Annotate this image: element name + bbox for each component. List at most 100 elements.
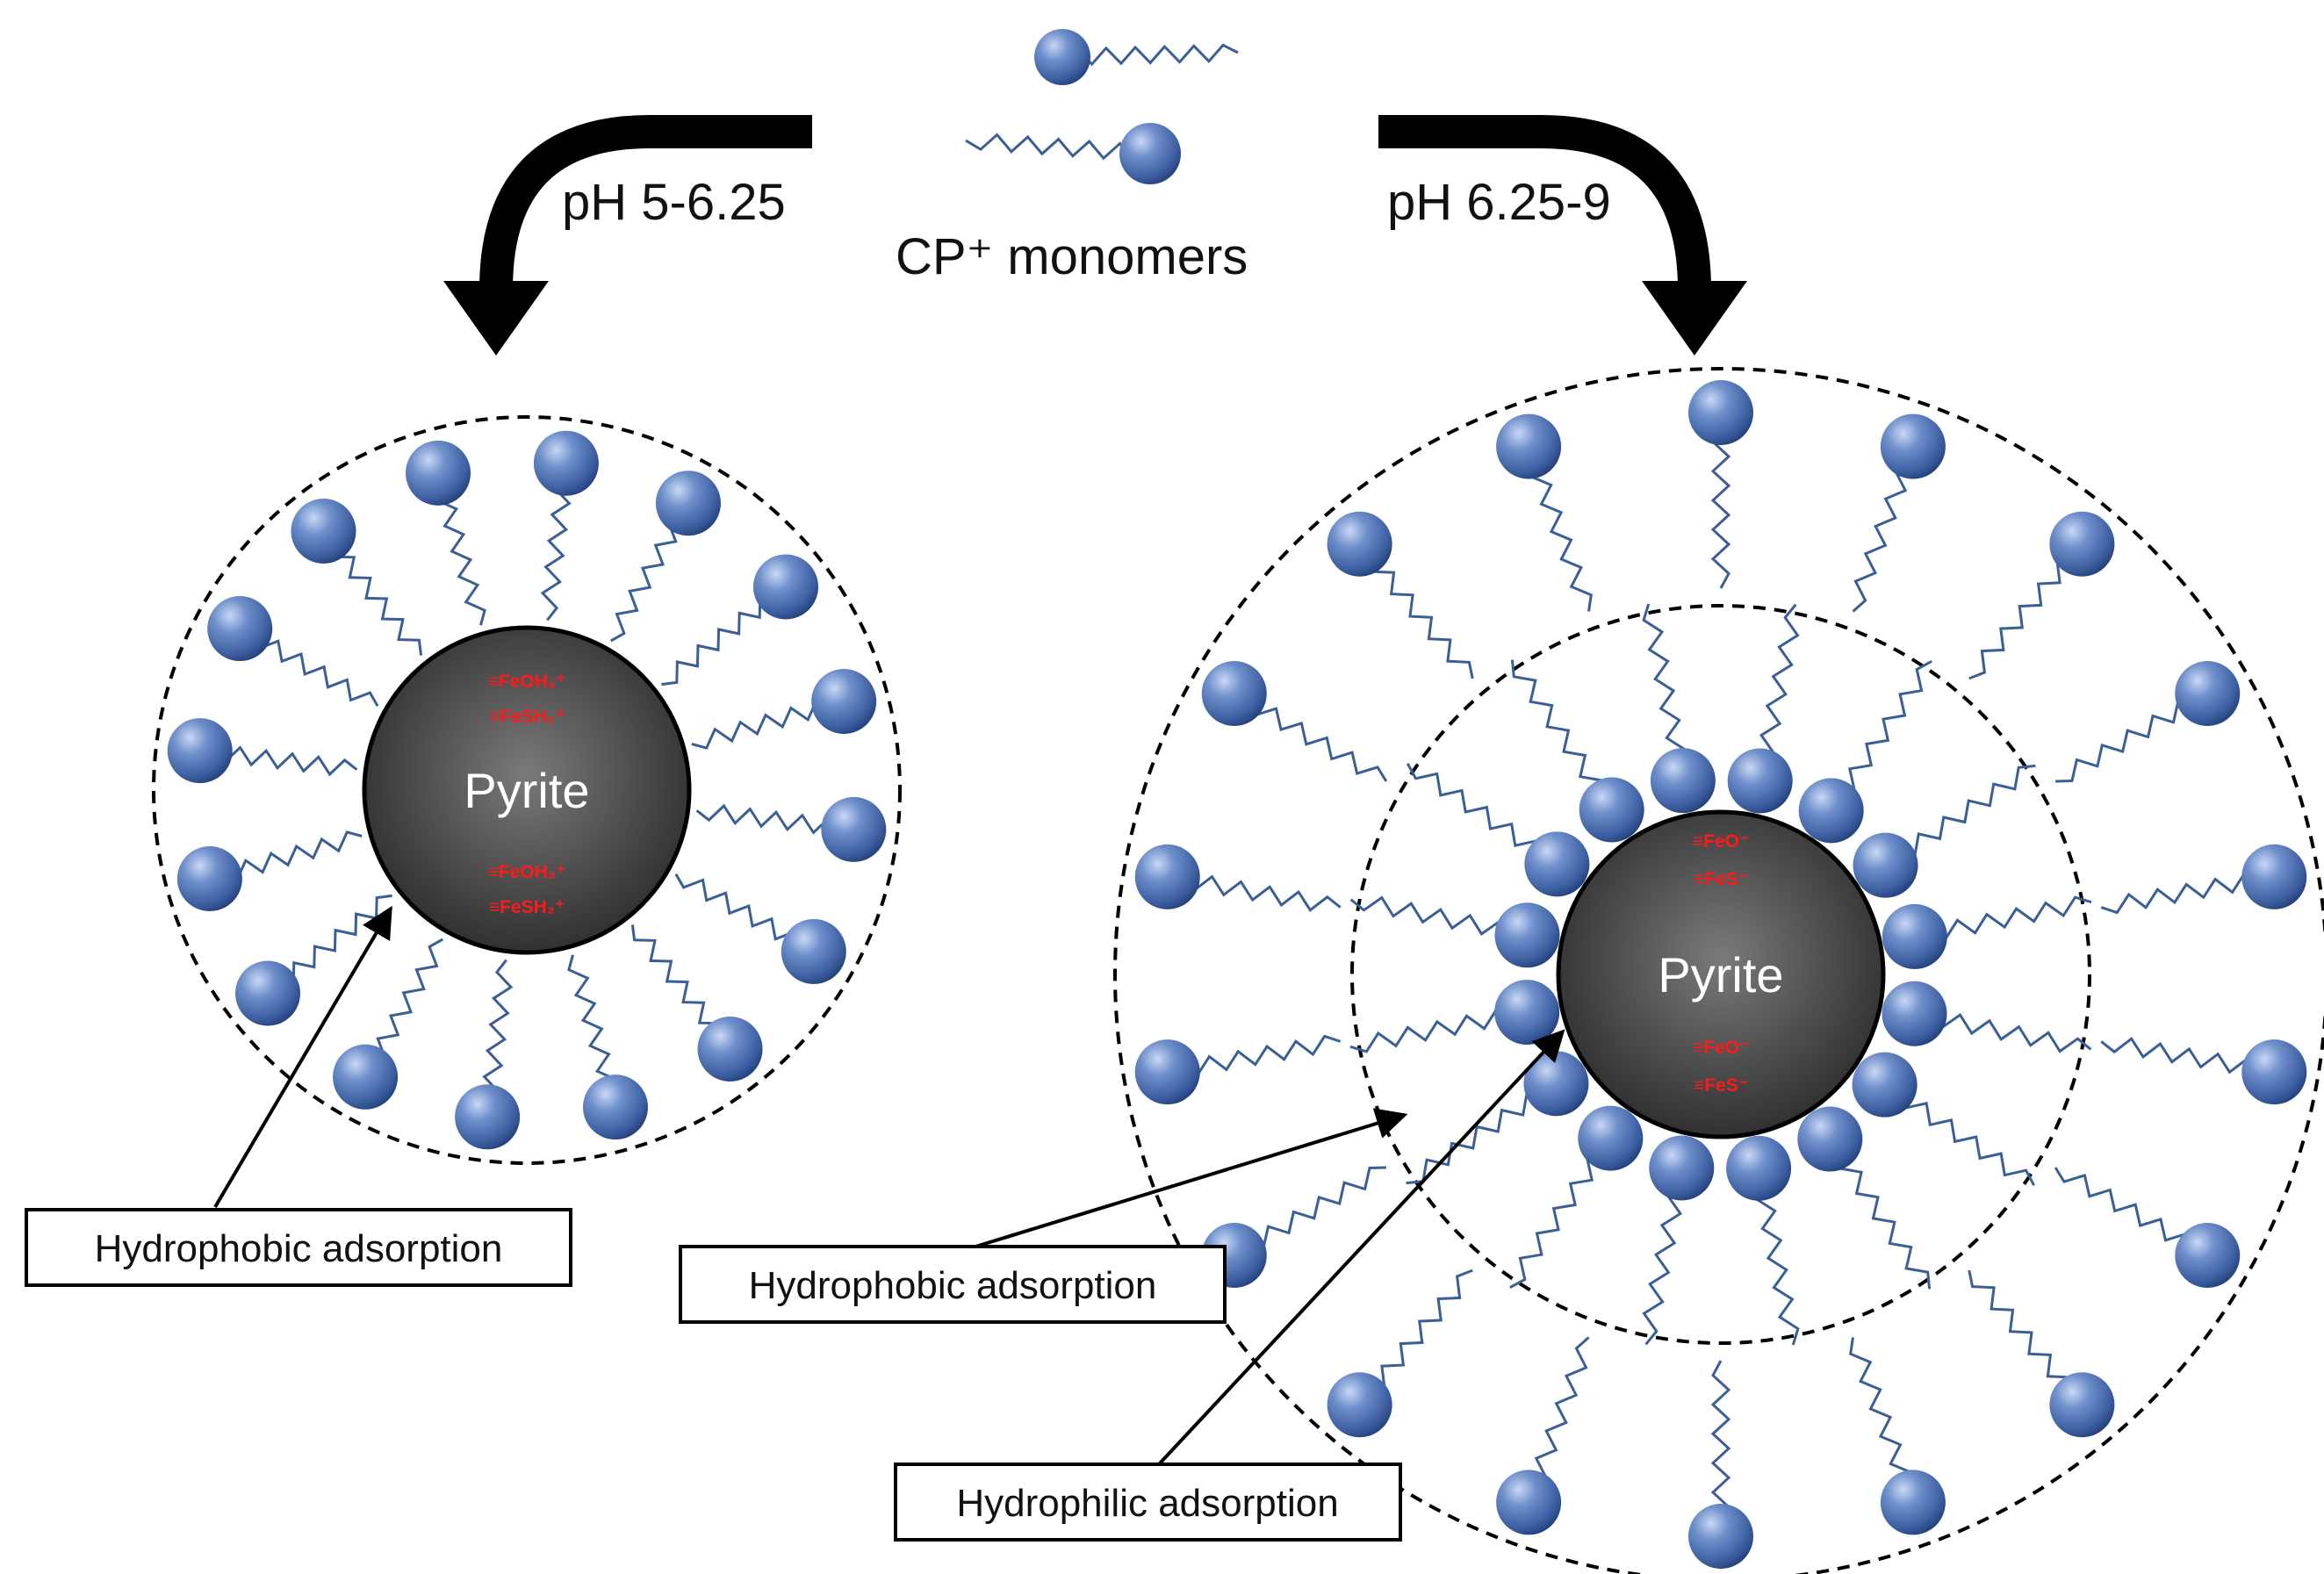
left-monomer (609, 471, 721, 643)
right-site-bottom-2: ≡FeS⁻ (1694, 1075, 1748, 1096)
right-ph-label: pH 6.25-9 (1387, 174, 1611, 231)
left-site-bottom-2: ≡FeSH₂⁺ (489, 897, 565, 917)
monomer-head (697, 1017, 763, 1082)
monomer-head (1798, 778, 1864, 844)
monomer-head (291, 498, 356, 564)
right-inner-monomer (1798, 659, 1932, 844)
monomer-head (1496, 1470, 1562, 1535)
monomer-head (1880, 1470, 1946, 1535)
right-inner-monomer (1642, 1135, 1715, 1346)
right-outer-monomer (1968, 1269, 2115, 1438)
left-monomer (207, 596, 379, 708)
left-site-top-1: ≡FeOH₂⁺ (488, 672, 566, 692)
right-outer-monomer (1327, 1269, 1473, 1438)
left-monomer (291, 498, 423, 656)
right-outer-boundary (1113, 367, 2324, 1574)
right-outer-monomer (1134, 1034, 1342, 1105)
monomer-head (1119, 123, 1181, 184)
monomer-head (2175, 1223, 2241, 1288)
monomer-head (167, 718, 233, 784)
right-outer-monomer (1201, 661, 1388, 782)
right-outer-monomer (1849, 1337, 1946, 1535)
right-pyrite-core (1556, 809, 1886, 1139)
monomer-head (811, 669, 877, 735)
monomer-head (1579, 777, 1644, 843)
monomer-head (1882, 903, 1947, 969)
right-pyrite-label: Pyrite (1658, 947, 1783, 1003)
right-outer-monomer (1968, 511, 2115, 680)
monomer-tail (965, 133, 1151, 162)
right-inner-monomer (1406, 763, 1590, 897)
monomer-head (1727, 748, 1793, 814)
monomer-tail (1061, 43, 1239, 67)
monomer-head (753, 554, 819, 620)
left-monomer (455, 959, 521, 1150)
monomers-label: CP⁺ monomers (896, 228, 1248, 285)
right-outer-monomer (1327, 511, 1474, 679)
left-site-bottom-1: ≡FeOH₂⁺ (488, 862, 566, 882)
right-outer-monomer (1201, 1166, 1386, 1288)
right-outer-monomer (2054, 1167, 2241, 1288)
left-monomer (691, 669, 877, 750)
right-site-bottom-1: ≡FeO⁻ (1693, 1038, 1749, 1058)
monomer-head (1880, 413, 1946, 479)
monomer-head (207, 596, 273, 662)
right-outer-monomer (2055, 661, 2241, 783)
right-outer-monomer (1496, 1336, 1590, 1535)
right-inner-monomer (1509, 1105, 1644, 1290)
monomer-head (821, 796, 887, 862)
monomer-head (1852, 1052, 1917, 1118)
monomer-head (781, 918, 846, 984)
monomer-head (2049, 511, 2115, 577)
monomer-head (582, 1074, 648, 1140)
monomer-head (1688, 1504, 1753, 1569)
monomer-head (1496, 413, 1562, 479)
left-monomer (695, 796, 887, 862)
left-pyrite-core (362, 625, 692, 955)
monomer-head (1134, 844, 1200, 909)
right-site-top-1: ≡FeO⁻ (1693, 831, 1749, 852)
left-callout-text: Hydrophobic adsorption (95, 1227, 503, 1270)
left-monomer-layer (167, 430, 887, 1150)
free-monomer (1034, 29, 1239, 85)
monomer-head (1327, 511, 1392, 577)
monomer-head (1327, 1372, 1392, 1438)
monomer-head (2049, 1372, 2115, 1438)
right-hydrophilic-callout-text: Hydrophilic adsorption (956, 1482, 1338, 1525)
monomer-head (1853, 832, 1918, 898)
left-callout-arrow (213, 905, 392, 1209)
right-inner-monomer (1797, 1106, 1932, 1290)
right-inner-monomer (1349, 895, 1560, 968)
monomer-head (1034, 29, 1090, 85)
right-site-top-2: ≡FeS⁻ (1694, 869, 1748, 889)
left-monomer (167, 718, 358, 784)
monomer-head (1494, 902, 1560, 968)
left-monomer (630, 924, 763, 1082)
right-inner-monomer (1882, 981, 2092, 1053)
monomer-head (234, 960, 300, 1026)
monomer-head (1649, 1135, 1715, 1201)
monomer-head (655, 471, 721, 536)
monomer-head (533, 430, 599, 496)
left-monomer (406, 440, 486, 626)
right-outer-monomer (1134, 844, 1342, 912)
right-outer-monomer (1496, 413, 1593, 612)
monomer-head (1201, 661, 1267, 726)
monomer-head (455, 1084, 521, 1150)
right-inner-monomer (1882, 895, 2092, 969)
right-inner-monomer (1727, 603, 1800, 814)
free-monomer (965, 123, 1181, 184)
left-monomer (533, 430, 599, 622)
monomer-head (1494, 980, 1560, 1046)
monomer-head (1523, 1051, 1589, 1117)
right-outer-monomer (2100, 844, 2307, 915)
right-monomer-layer (1134, 380, 2307, 1569)
left-monomer (674, 873, 846, 984)
right-hydrophilic-callout-box (894, 1463, 1402, 1542)
monomer-head (1578, 1105, 1644, 1171)
monomer-head (2241, 1039, 2307, 1105)
monomer-head (2241, 844, 2307, 909)
monomer-head (2175, 661, 2241, 726)
monomer-head (1524, 831, 1590, 897)
monomer-head (333, 1044, 399, 1110)
